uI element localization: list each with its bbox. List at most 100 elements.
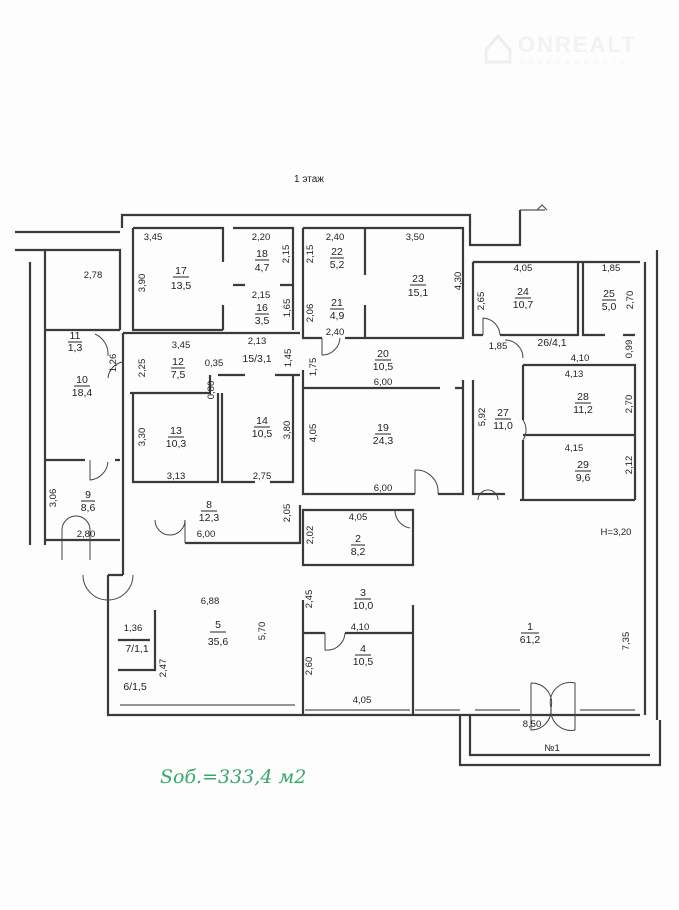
label: 14 — [256, 415, 268, 427]
label: 16 — [256, 302, 268, 314]
label: 2,02 — [305, 526, 316, 545]
label: 6,88 — [201, 596, 220, 607]
label: 4,7 — [255, 262, 270, 274]
label: 10,5 — [252, 428, 273, 440]
label: 8,2 — [351, 546, 366, 558]
label: 5,70 — [257, 622, 268, 641]
label: 7,35 — [621, 632, 632, 651]
plan-stroke — [471, 380, 635, 502]
plan-stroke — [301, 508, 415, 567]
ceiling-height: H=3,20 — [601, 527, 632, 538]
label: 21 — [331, 297, 343, 309]
label: 10,5 — [353, 656, 374, 668]
plan-stroke — [15, 230, 120, 545]
label: 3,06 — [48, 489, 59, 508]
label: 2,12 — [624, 456, 635, 475]
plan-stroke — [121, 331, 300, 575]
plan-stroke — [414, 469, 439, 495]
label: 2,70 — [624, 395, 635, 414]
label: 2 — [355, 533, 361, 545]
walls — [15, 204, 662, 767]
label: 6,00 — [374, 377, 393, 388]
room-7: 7/1,1 — [125, 643, 149, 655]
label: 11,2 — [573, 404, 593, 416]
label: 4,30 — [453, 272, 464, 291]
label: 3,45 — [172, 340, 191, 351]
label: 9 — [85, 489, 91, 501]
plan-stroke — [131, 228, 295, 332]
label: 4,9 — [330, 310, 345, 322]
label: 9,6 — [576, 472, 591, 484]
label: 13,5 — [171, 280, 192, 292]
label: 7,5 — [171, 369, 186, 381]
plan-stroke — [324, 632, 346, 651]
label: 2,20 — [252, 232, 271, 243]
label: 3 — [360, 587, 366, 599]
label: 18 — [256, 248, 268, 260]
label: 13 — [170, 425, 182, 437]
label: 2,47 — [158, 659, 169, 678]
label: 10,3 — [166, 438, 187, 450]
room-1: 161,2 — [520, 621, 541, 646]
label: 22 — [331, 246, 343, 258]
label: 11 — [70, 330, 81, 342]
label: 24,3 — [373, 435, 394, 447]
label: 5,92 — [477, 408, 488, 427]
label: 4 — [360, 643, 366, 655]
label: 12 — [172, 356, 184, 368]
label: 1,85 — [489, 341, 508, 352]
watermark-logo: ONREALT НЕДВИЖИМОСТЬ — [484, 32, 635, 66]
label: 4,15 — [565, 443, 584, 454]
label: 2,45 — [304, 590, 315, 609]
label: 1 — [527, 621, 533, 633]
label: 4,10 — [571, 353, 590, 364]
label: 1,3 — [68, 342, 83, 354]
label: 3,5 — [255, 315, 270, 327]
room-9: 98,6 — [81, 489, 96, 514]
label: 0,80 — [206, 381, 217, 400]
plan-stroke — [106, 505, 640, 717]
label: 2,70 — [625, 291, 636, 310]
room-18: 184,7 — [255, 248, 270, 274]
label: 2,78 — [84, 270, 103, 281]
label: 2,65 — [476, 292, 487, 311]
label: 27 — [497, 407, 509, 419]
label: 1,75 — [308, 358, 319, 377]
label: 2,15 — [305, 245, 316, 264]
room-21: 214,9 — [330, 297, 345, 322]
label: 4,05 — [514, 263, 533, 274]
label: 18,4 — [72, 387, 93, 399]
room-11: 111,3 — [68, 330, 83, 354]
plan-stroke — [120, 210, 522, 247]
room-8: 812,3 — [199, 499, 220, 524]
label: 35,6 — [208, 636, 229, 648]
label: 6,00 — [374, 483, 393, 494]
room-25: 255,0 — [602, 288, 617, 313]
label: НЕДВИЖИМОСТЬ — [520, 59, 629, 66]
plan-stroke — [301, 600, 415, 715]
label: 2,13 — [248, 336, 267, 347]
room-22: 225,2 — [330, 246, 345, 271]
plan-stroke — [94, 333, 109, 357]
plan-stroke — [482, 317, 501, 336]
label: 28 — [577, 391, 589, 403]
room-16: 163,5 — [255, 302, 270, 327]
plan-stroke — [118, 610, 157, 672]
plan-stroke — [530, 681, 576, 731]
label: 4,13 — [565, 369, 584, 380]
label: 19 — [377, 422, 389, 434]
label: 2,40 — [326, 232, 345, 243]
plan-stroke — [477, 489, 499, 501]
plan-stroke — [522, 419, 527, 441]
label: 1,45 — [283, 349, 294, 368]
label: 10,7 — [513, 299, 534, 311]
